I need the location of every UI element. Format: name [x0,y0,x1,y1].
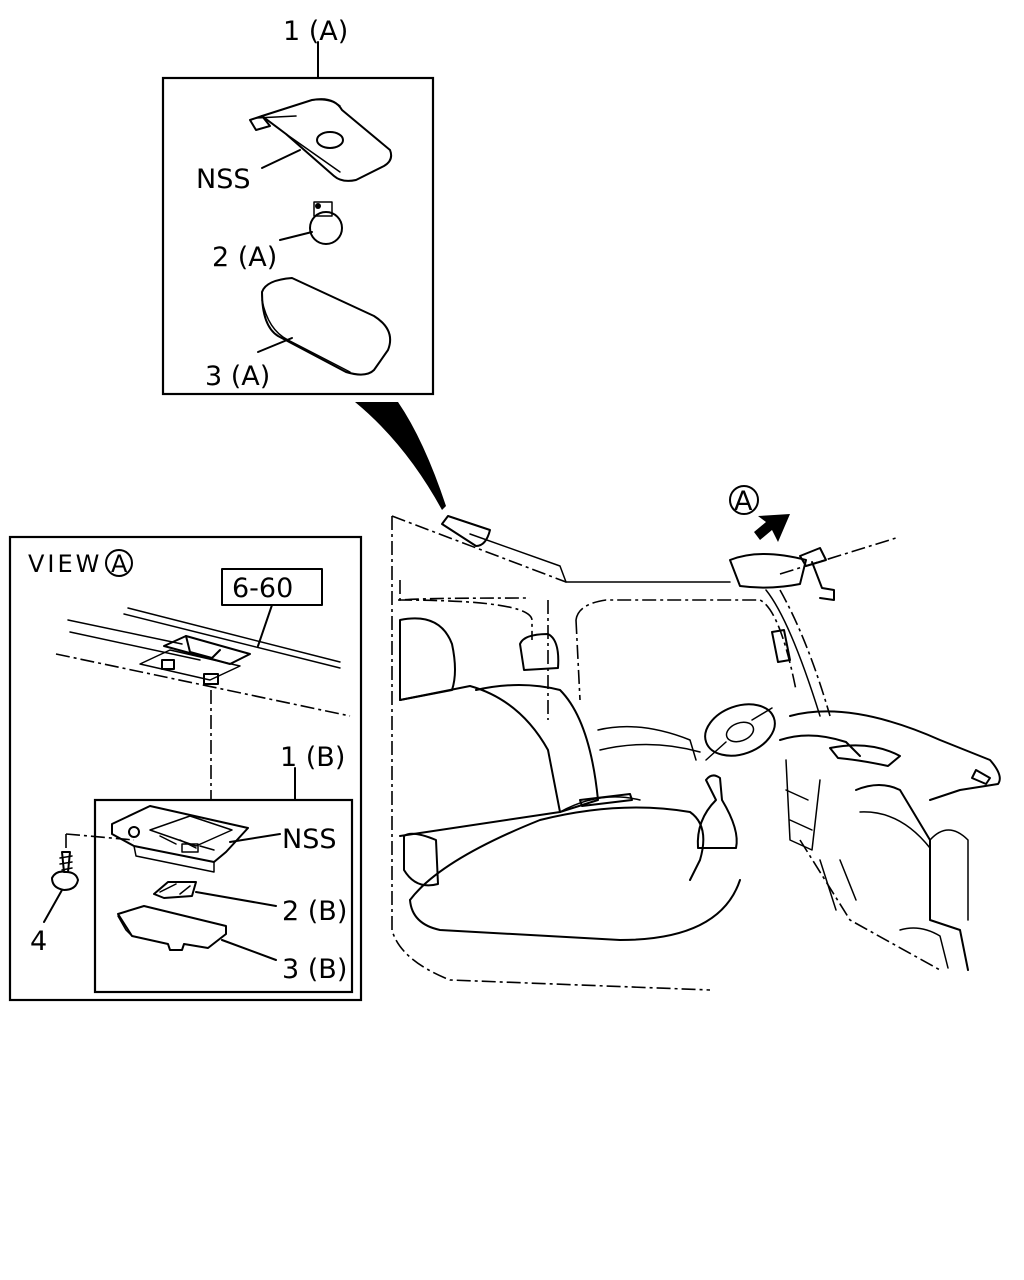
label-part-1b: 1 (B) [280,742,345,773]
label-part-3a: 3 (A) [205,361,270,392]
label-nss-b: NSS [282,824,336,855]
lamp-housing-a [249,98,393,182]
view-text: VIEW [28,550,102,578]
dashboard [779,710,1001,971]
headliner-panel [55,607,351,717]
mirror [799,547,835,601]
seats [399,617,741,941]
label-part-2a: 2 (A) [212,242,277,273]
ref-code: 6-60 [232,573,293,604]
bulb-b [153,881,197,899]
detail-box-a: 1 (A) NSS 2 (A) 3 (A) [161,16,435,396]
steering-wheel [704,703,776,761]
label-nss-a: NSS [196,164,250,195]
view-arrow [754,514,790,542]
lamp-base-b [111,805,249,873]
marker-a: A [734,486,753,517]
label-part-4: 4 [30,926,47,957]
label-part-2b: 2 (B) [282,896,347,927]
view-circle-letter: A [111,550,130,578]
bulb-a [309,201,343,245]
cab-interior: A [391,485,1001,991]
screw [51,851,79,891]
label-part-3b: 3 (B) [282,954,347,985]
view-a-box: VIEW A 6-60 1 (B) [8,535,363,1002]
callout-wedge [355,402,446,510]
lens-b [117,905,227,951]
label-part-1a: 1 (A) [283,16,348,47]
